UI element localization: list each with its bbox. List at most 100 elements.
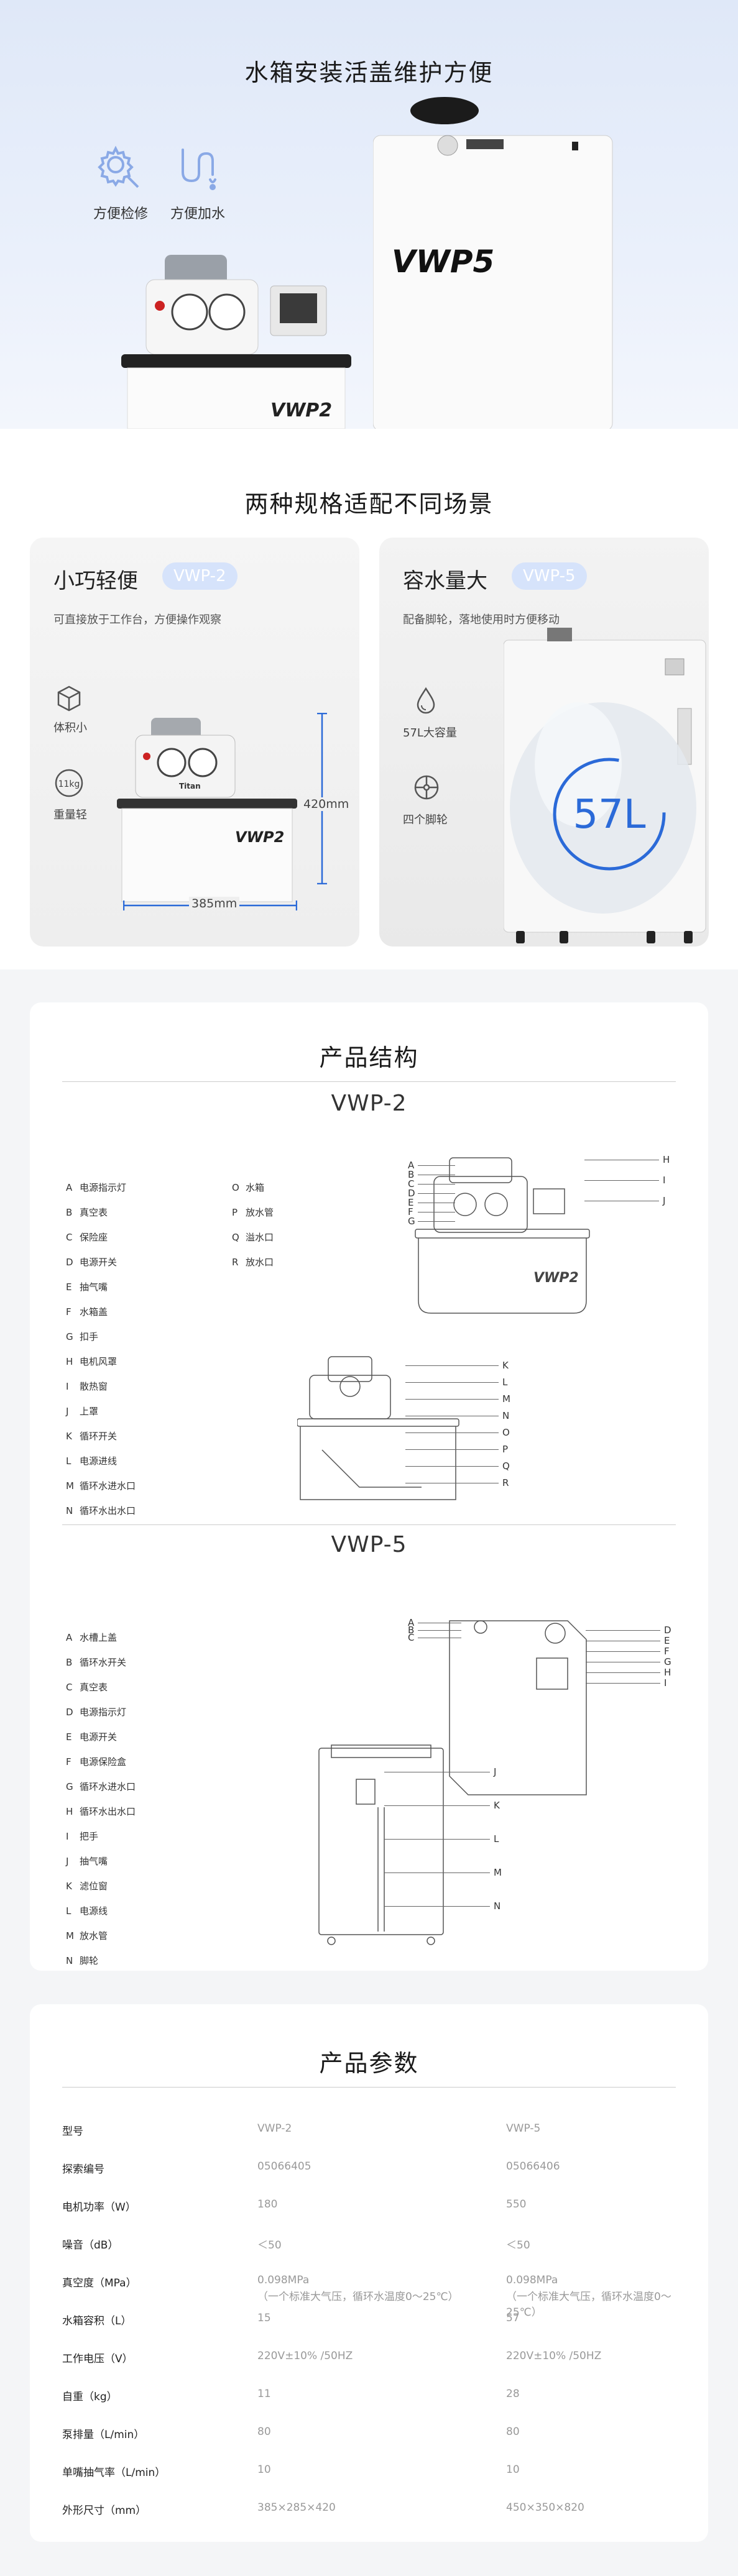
callout-label: L: [494, 1833, 499, 1845]
card-vwp2-subtitle: 可直接放于工作台，方便操作观察: [53, 613, 221, 626]
legend-text: 电源开关: [80, 1257, 118, 1268]
legend-key: I: [66, 1831, 69, 1842]
param-value-vwp5: 220V±10% /50HZ: [506, 2350, 602, 2362]
legend-key: K: [66, 1431, 72, 1442]
param-value-vwp5-note: （一个标准大气压，循环水温度0～25℃）: [506, 2291, 671, 2319]
width-dimension-label: 385mm: [189, 897, 240, 910]
callout-label: D: [664, 1625, 671, 1636]
legend-key: F: [66, 1756, 71, 1767]
legend-key: H: [66, 1806, 73, 1817]
legend-key: G: [66, 1331, 73, 1342]
weight-icon-text: 11kg: [58, 779, 80, 789]
legend-item: E 电源开关: [66, 1730, 117, 1743]
callout-line: [384, 1872, 490, 1873]
legend-key: L: [66, 1455, 71, 1467]
legend-key: L: [66, 1905, 71, 1917]
param-name: 型号: [62, 2125, 83, 2138]
legend-key: Q: [232, 1232, 239, 1243]
legend-text: 上罩: [80, 1406, 99, 1417]
legend-text: 水箱盖: [80, 1306, 108, 1318]
legend-text: 电源进线: [80, 1455, 118, 1467]
callout-label: L: [502, 1377, 508, 1388]
card-vwp2-feature-1: 体积小: [53, 722, 87, 735]
vwp2-brand-mark: VWP2: [270, 400, 332, 421]
callout-line: [405, 1449, 499, 1450]
legend-text: 抽气嘴: [80, 1281, 108, 1293]
legend-text: 真空表: [80, 1207, 108, 1218]
callout-label: F: [664, 1646, 670, 1657]
legend-item: F 电源保险盒: [66, 1755, 126, 1768]
legend-key: P: [232, 1207, 238, 1218]
vwp2-model-title: VWP-2: [331, 1091, 407, 1116]
legend-text: 循环水进水口: [80, 1480, 136, 1492]
legend-key: E: [66, 1281, 72, 1293]
wheel-icon: [414, 775, 439, 800]
callout-line: [405, 1466, 499, 1467]
param-value-vwp2: VWP-2: [257, 2122, 292, 2135]
legend-text: 溢水口: [246, 1232, 274, 1243]
param-value-vwp2: 11: [257, 2388, 271, 2400]
feature-label-maintenance: 方便检修: [93, 206, 148, 222]
legend-text: 电源开关: [80, 1731, 118, 1743]
vwp5-card-image: 57L: [504, 628, 706, 943]
legend-text: 放水管: [246, 1207, 274, 1218]
legend-key: D: [66, 1257, 73, 1268]
vwp2-card-image: Titan VWP2: [117, 718, 297, 902]
structure-divider: [62, 1081, 676, 1082]
callout-label: B: [408, 1625, 415, 1636]
vwp2-structure-diagram: VWP2: [297, 1157, 590, 1500]
param-value-vwp2: 80: [257, 2426, 271, 2438]
vwp2-card-brand: VWP2: [235, 828, 284, 846]
legend-text: 电源保险盒: [80, 1756, 127, 1767]
specs-section: 两种规格适配不同场景 小巧轻便 VWP-2 可直接放于工作台，方便操作观察 体积…: [0, 429, 738, 969]
legend-key: G: [66, 1781, 73, 1792]
legend-text: 保险座: [80, 1232, 108, 1243]
legend-item: L 电源进线: [66, 1454, 117, 1467]
param-name: 工作电压（V）: [62, 2353, 133, 2365]
cube-icon: [57, 685, 81, 712]
legend-key: E: [66, 1731, 72, 1743]
card-vwp5-subtitle: 配备脚轮，落地使用时方便移动: [403, 613, 560, 626]
vwp2-diagram-brand: VWP2: [533, 1270, 579, 1286]
callout-label: E: [664, 1635, 670, 1646]
callout-line: [384, 1805, 490, 1806]
vwp5-divider: [62, 1524, 676, 1525]
gear-icon: [98, 145, 139, 188]
legend-text: 循环水开关: [80, 1657, 127, 1668]
callout-label: M: [502, 1393, 510, 1405]
hero-title: 水箱安装活盖维护方便: [244, 59, 494, 86]
callout-label: H: [663, 1154, 670, 1165]
structure-title: 产品结构: [319, 1044, 419, 1071]
legend-text: 散热窗: [80, 1381, 108, 1392]
param-value-vwp2: 220V±10% /50HZ: [257, 2350, 353, 2362]
callout-line: [586, 1651, 660, 1652]
callout-label: H: [664, 1667, 671, 1678]
legend-text: 循环开关: [80, 1431, 118, 1442]
param-value-vwp2: 385×285×420: [257, 2501, 336, 2514]
legend-key: N: [66, 1505, 73, 1516]
legend-key: I: [66, 1381, 69, 1392]
param-value-vwp2: 180: [257, 2198, 278, 2211]
callout-label: A: [408, 1160, 415, 1171]
legend-key: R: [232, 1257, 239, 1268]
param-value-vwp5: 10: [506, 2464, 520, 2476]
legend-item: D 电源开关: [66, 1255, 117, 1268]
specs-title: 两种规格适配不同场景: [244, 490, 494, 518]
legend-text: 水槽上盖: [80, 1632, 118, 1643]
params-divider: [62, 2087, 676, 2088]
